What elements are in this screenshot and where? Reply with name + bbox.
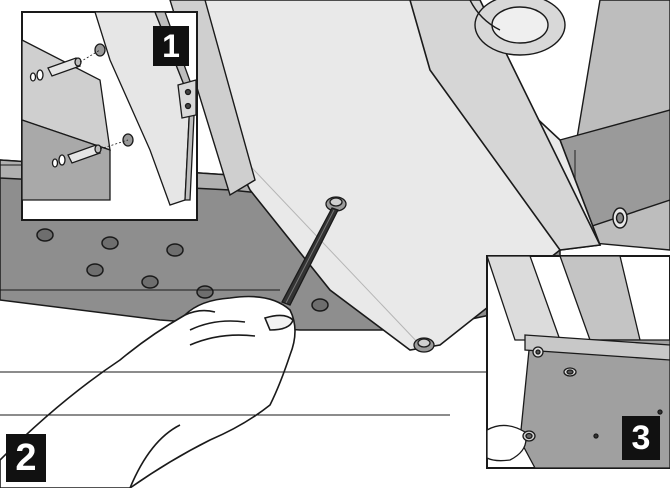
screwdriver	[281, 207, 339, 306]
step-number-3: 3	[622, 416, 660, 460]
panel-bolt-lower	[413, 337, 435, 353]
step-number-2: 2	[6, 434, 46, 482]
roller-cylinder	[469, 0, 566, 56]
hand-illustration	[0, 295, 296, 488]
step-number-1: 1	[153, 26, 189, 66]
callout-leader-lines	[0, 164, 560, 416]
